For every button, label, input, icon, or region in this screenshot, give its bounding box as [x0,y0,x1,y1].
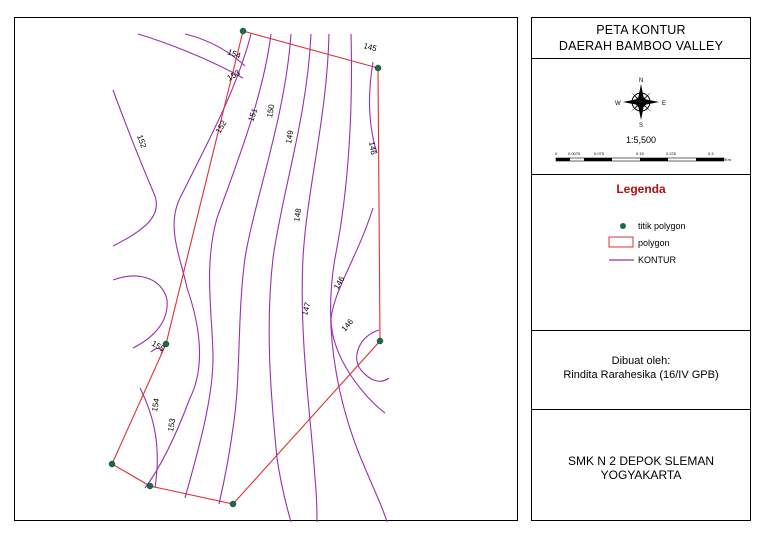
contour-label: 151 [246,107,259,123]
scale-label: 0 [555,151,558,156]
polygon-vertex [162,340,170,348]
compass-rose-icon: W E S N 0 0.0075 0.075 0.15 0.225 0.3 Km [555,78,732,162]
contour-line [356,329,390,382]
contour-label: 154 [150,397,161,412]
legend-panel: Legenda titik polygon polygon KONTUR [531,174,751,331]
map-title: PETA KONTUR [596,23,686,37]
contour-label: 149 [284,129,295,144]
contour-label: 148 [292,207,303,222]
contour-label: 146 [367,141,378,156]
legend-title: Legenda [616,182,666,196]
contour-line [368,61,378,154]
contour-line [184,33,272,499]
scale-ratio: 1:5,500 [625,135,657,145]
contour-label: 153 [166,417,177,432]
contour-line [330,33,388,522]
contour-label: 147 [300,301,312,317]
author-name: Rindita Rarahesika (16/IV GPB) [563,369,719,381]
school-name: SMK N 2 DEPOK SLEMAN [567,454,715,468]
scale-label: 0.225 [666,151,677,156]
legend-label: KONTUR [638,255,676,265]
contour-line [112,89,157,247]
school-city: YOGYAKARTA [600,468,682,482]
map-title-panel: PETA KONTUR DAERAH BAMBOO VALLEY [531,17,751,59]
survey-polygon [111,30,381,505]
contour-line [218,33,292,505]
contour-line [268,33,312,522]
contour-line [137,33,244,79]
contour-label: 145 [362,41,378,53]
polygon-vertex [374,64,382,72]
point-symbol-icon [620,223,626,229]
author-label: Dibuat oleh: [611,355,671,367]
contour-line [330,207,386,414]
contour-label: 155 [150,339,167,354]
contour-line [184,33,246,67]
legend-label: titik polygon [638,221,686,231]
contour-label: 152 [214,118,229,135]
contour-map: 154 145 153 152 151 150 149 146 152 148 … [108,27,390,522]
legend-label: polygon [638,238,670,248]
contour-label: 150 [265,103,276,118]
polygon-vertex [108,460,116,468]
school-panel: SMK N 2 DEPOK SLEMAN YOGYAKARTA [531,409,751,521]
contour-line [301,33,330,522]
polygon-symbol-icon [608,236,634,248]
polygon-vertex [229,500,237,508]
compass-west: W [615,101,621,107]
contour-line [139,387,158,489]
scale-bar: 0 0.0075 0.075 0.15 0.225 0.3 Km [555,151,732,162]
scale-label: 0.15 [636,151,645,156]
compass-north: N [639,78,643,84]
contour-label: 146 [340,317,356,333]
contour-line [112,275,168,349]
map-frame: 154 145 153 152 151 150 149 146 152 148 … [14,17,518,522]
compass-south: S [639,123,643,129]
polygon-vertex [239,27,247,35]
scale-label: 0.3 [708,151,714,156]
contour-label: 154 [226,47,242,60]
polygon-vertex [146,482,154,490]
scale-label: 0.075 [594,151,605,156]
contour-line [144,33,252,489]
scale-label: 0.0075 [568,151,581,156]
compass-scale-panel: W E S N 0 0.0075 0.075 0.15 0.225 0.3 Km… [531,58,751,175]
contour-label: 152 [135,134,148,150]
polygon-vertex [376,337,384,345]
compass-east: E [662,101,666,107]
contour-symbol-icon [609,259,634,261]
map-subtitle: DAERAH BAMBOO VALLEY [558,39,724,53]
author-panel: Dibuat oleh: Rindita Rarahesika (16/IV G… [531,330,751,410]
scale-unit: Km [725,157,732,162]
